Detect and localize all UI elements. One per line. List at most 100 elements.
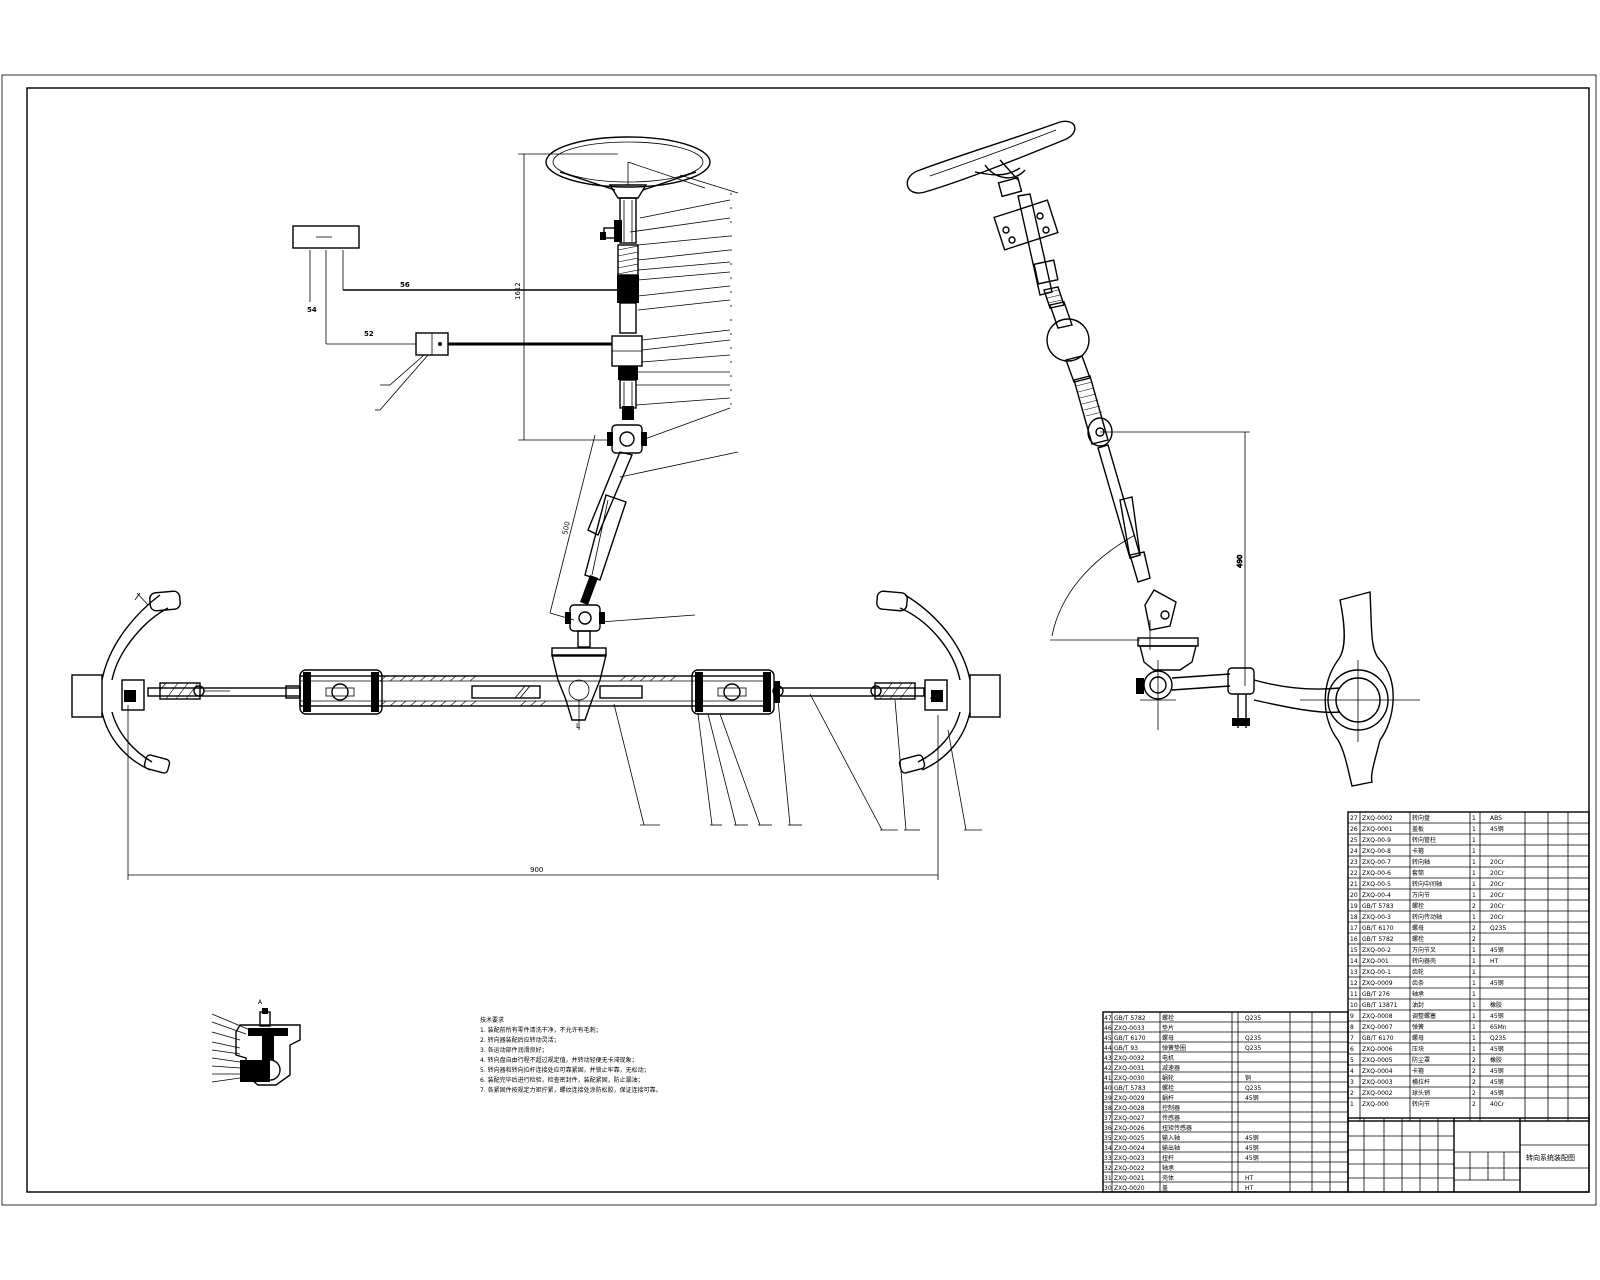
parts-left-cell: ZXQ-0033	[1114, 1025, 1145, 1032]
note-7: 7. 各紧固件按规定力矩拧紧，螺纹连接处涂防松胶，保证连接可靠。	[480, 1086, 662, 1094]
parts-left-cell: 控制器	[1162, 1104, 1180, 1112]
parts-right-cell: ZXQ-00-1	[1362, 969, 1391, 976]
parts-right-cell: 1	[1472, 1002, 1476, 1009]
parts-right-cell: 45钢	[1490, 1067, 1504, 1075]
parts-right-cell: 套筒	[1412, 869, 1424, 877]
parts-right-cell: 1	[1472, 837, 1476, 844]
parts-right-cell: 压块	[1412, 1045, 1424, 1053]
parts-right-cell: 2	[1472, 903, 1476, 910]
parts-right-cell: 14	[1350, 958, 1358, 965]
parts-right-cell: 螺栓	[1412, 902, 1424, 910]
parts-right-cell: 转向盘	[1412, 814, 1430, 822]
technical-notes: 技术要求 1. 装配前所有零件清洗干净，不允许有毛刺； 2. 转向器装配后应转动…	[480, 1016, 662, 1094]
parts-right-cell: 1	[1472, 892, 1476, 899]
parts-right-cell: 2	[1350, 1090, 1354, 1097]
parts-right-cell: 45钢	[1490, 1078, 1504, 1086]
dimension-track-width: 900	[127, 705, 939, 880]
parts-right-cell: ZXQ-00-5	[1362, 881, 1391, 888]
parts-left-cell: 轴承	[1162, 1164, 1174, 1172]
parts-right-cell: 橡胶	[1490, 1001, 1502, 1009]
parts-right-cell: 盖板	[1412, 825, 1424, 833]
parts-right-cell: GB/T 6170	[1362, 925, 1394, 932]
parts-left-cell: ZXQ-0021	[1114, 1175, 1145, 1182]
parts-right-cell: 1	[1472, 1035, 1476, 1042]
svg-text:A: A	[258, 999, 263, 1006]
leader-lines-rack	[613, 693, 982, 831]
note-4: 4. 转向盘自由行程不超过规定值，并转动轻便无卡滞现象；	[480, 1056, 638, 1064]
parts-left-cell: 输入轴	[1162, 1134, 1180, 1142]
parts-right-cell: 20Cr	[1490, 870, 1505, 877]
parts-right-cell: ZXQ-0009	[1362, 980, 1393, 987]
parts-left-cell: 壳体	[1162, 1174, 1174, 1182]
parts-right-cell: 9	[1350, 1013, 1354, 1020]
parts-right-cell: 2	[1472, 1101, 1476, 1108]
parts-right-cell: 轴承	[1412, 990, 1424, 998]
parts-left-cell: 38	[1104, 1105, 1112, 1112]
wire-label-54: 54	[307, 306, 317, 314]
parts-right-cell: 12	[1350, 980, 1358, 987]
parts-right-cell: 万向节	[1412, 891, 1430, 899]
parts-left-cell: HT	[1245, 1185, 1254, 1192]
parts-right-cell: 2	[1472, 936, 1476, 943]
parts-left-cell: ZXQ-0028	[1114, 1105, 1145, 1112]
steering-column-side	[993, 193, 1255, 730]
parts-right-cell: 20Cr	[1490, 903, 1505, 910]
parts-left-cell: ZXQ-0026	[1114, 1125, 1145, 1132]
parts-left-cell: 铜	[1245, 1074, 1251, 1082]
parts-right-cell: 11	[1350, 991, 1358, 998]
note-2: 2. 转向器装配后应转动灵活；	[480, 1036, 560, 1044]
parts-right-cell: 1	[1472, 914, 1476, 921]
parts-left-cell: GB/T 5782	[1114, 1015, 1146, 1022]
parts-right-cell: GB/T 276	[1362, 991, 1390, 998]
parts-left-cell: 30	[1104, 1185, 1112, 1192]
parts-left-cell: 电机	[1162, 1054, 1174, 1062]
parts-right-cell: ZXQ-00-6	[1362, 870, 1391, 877]
parts-right-cell: ZXQ-0008	[1362, 1013, 1393, 1020]
parts-right-cell: 1	[1472, 969, 1476, 976]
parts-left-cell: 40	[1104, 1085, 1112, 1092]
parts-right-cell: 20Cr	[1490, 892, 1505, 899]
parts-right-cell: 1	[1472, 947, 1476, 954]
parts-left-cell: ZXQ-0030	[1114, 1075, 1145, 1082]
parts-right-cell: Q235	[1490, 1035, 1506, 1042]
parts-left-cell: 传感器	[1162, 1114, 1180, 1122]
controller-wiring: 56 52 54	[292, 225, 618, 411]
parts-left-cell: 螺母	[1162, 1034, 1174, 1042]
parts-right-cell: 1	[1350, 1101, 1354, 1108]
main-front-view: 1612 500	[71, 136, 1001, 880]
parts-right-cell: ZXQ-00-4	[1362, 892, 1391, 899]
parts-right-cell: 1	[1472, 881, 1476, 888]
parts-left-cell: 蜗轮	[1162, 1074, 1174, 1082]
parts-right-cell: 转向节	[1412, 1100, 1430, 1108]
parts-right-cell: 螺母	[1412, 1034, 1424, 1042]
steering-column-front	[600, 197, 647, 454]
left-knuckle-front	[71, 590, 181, 774]
parts-left-cell: ZXQ-0032	[1114, 1055, 1145, 1062]
dimension-shaft-length: 500	[549, 434, 596, 621]
parts-right-cell: ZXQ-001	[1362, 958, 1389, 965]
wire-label-52: 52	[364, 330, 374, 338]
parts-right-cell: GB/T 13871	[1362, 1002, 1398, 1009]
parts-right-cell: 4	[1350, 1068, 1354, 1075]
parts-left-cell: GB/T 5783	[1114, 1085, 1146, 1092]
sheet-inner-border	[26, 87, 1590, 1193]
parts-right-cell: ABS	[1490, 815, 1502, 822]
parts-right-cell: 1	[1472, 826, 1476, 833]
parts-right-cell: 转向器壳	[1412, 957, 1436, 965]
parts-right-cell: 45钢	[1490, 1012, 1504, 1020]
parts-right-cell: 调整螺塞	[1412, 1012, 1436, 1020]
parts-right-cell: 万向节叉	[1412, 946, 1436, 954]
parts-left-cell: ZXQ-0020	[1114, 1185, 1145, 1192]
parts-left-cell: GB/T 93	[1114, 1045, 1138, 1052]
parts-right-cell: 22	[1350, 870, 1358, 877]
parts-right-cell: 1	[1472, 815, 1476, 822]
parts-right-cell: GB/T 5783	[1362, 903, 1394, 910]
parts-right-cell: ZXQ-00-8	[1362, 848, 1391, 855]
parts-left-cell: 蜗杆	[1162, 1094, 1174, 1102]
parts-right-cell: 26	[1350, 826, 1358, 833]
parts-right-cell: 45钢	[1490, 979, 1504, 987]
parts-left-cell: ZXQ-0023	[1114, 1155, 1145, 1162]
parts-right-cell: 10	[1350, 1002, 1358, 1009]
